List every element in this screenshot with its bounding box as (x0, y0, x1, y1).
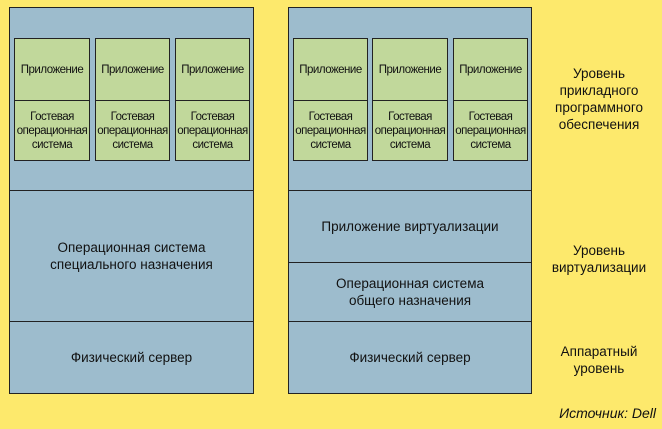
vm-guest-os: Гостевая операционная система (177, 111, 248, 151)
vm-app: Приложение (294, 39, 367, 101)
vm: Приложение Гостевая операционная система (293, 38, 368, 161)
divider (289, 190, 531, 191)
right-stack: Приложение Гостевая операционная система… (288, 7, 532, 394)
divider (289, 262, 531, 263)
divider (289, 321, 531, 322)
vm-app: Приложение (373, 39, 447, 101)
source-caption: Источник: Dell (559, 405, 656, 421)
vm-guest-os: Гостевая операционная система (16, 111, 88, 151)
vm-app: Приложение (176, 39, 249, 101)
vm-guest-os: Гостевая операционная система (295, 111, 366, 151)
vm: Приложение Гостевая операционная система (175, 38, 250, 161)
level-hardware: Аппаратный уровень (560, 344, 638, 376)
level-virtualization: Уровень виртуализации (551, 243, 647, 275)
general-os-layer: Операционная система общего назначения (336, 276, 484, 308)
vm-guest-os: Гостевая операционная система (455, 111, 526, 151)
vm: Приложение Гостевая операционная система (14, 38, 90, 161)
divider (10, 321, 253, 322)
physical-server-layer: Физический сервер (349, 350, 471, 365)
vm: Приложение Гостевая операционная система (372, 38, 448, 161)
vm-guest-os: Гостевая операционная система (374, 111, 446, 151)
vm-app: Приложение (454, 39, 527, 101)
vm: Приложение Гостевая операционная система (453, 38, 528, 161)
special-os-layer: Операционная система специального назнач… (50, 240, 213, 272)
physical-server-layer: Физический сервер (70, 350, 193, 365)
vm: Приложение Гостевая операционная система (95, 38, 170, 161)
vm-app: Приложение (15, 39, 89, 101)
level-application: Уровень прикладного программного обеспеч… (555, 66, 643, 132)
divider (10, 190, 253, 191)
vm-guest-os: Гостевая операционная система (97, 111, 168, 151)
left-stack: Приложение Гостевая операционная система… (9, 7, 254, 394)
vm-app: Приложение (96, 39, 169, 101)
virtualization-app-layer: Приложение виртуализации (321, 219, 499, 234)
